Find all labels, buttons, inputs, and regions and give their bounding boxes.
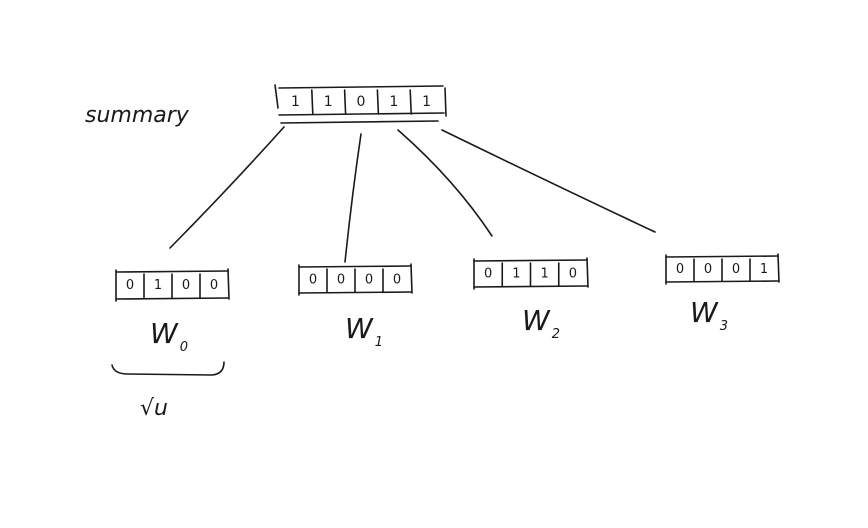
cluster-label-subscript: 3 <box>720 319 728 334</box>
cluster-bit: 0 <box>393 273 401 288</box>
summary-bottom-border <box>278 112 445 116</box>
cluster-bit: 0 <box>182 278 190 293</box>
summary-bit: 1 <box>389 94 398 110</box>
cluster-right-border <box>777 253 780 283</box>
cluster-bit: 1 <box>760 262 768 277</box>
sqrt-u-annotation: √u <box>111 361 225 421</box>
edge-to-w0 <box>169 126 285 249</box>
cluster-bit: 0 <box>309 273 317 288</box>
cluster-right-border <box>410 263 413 294</box>
edge-to-w2 <box>397 129 493 237</box>
cluster-top-border <box>473 259 588 262</box>
tree-edges <box>169 126 656 263</box>
cluster-bit: 0 <box>365 273 373 288</box>
summary-cell-divider <box>409 89 412 115</box>
summary-bit: 1 <box>422 94 431 110</box>
cluster-label-subscript: 2 <box>552 327 560 342</box>
width-brace <box>111 361 225 376</box>
edge-to-w1 <box>344 133 362 263</box>
cluster-bit: 0 <box>704 262 712 277</box>
summary-cell-divider <box>343 89 347 115</box>
summary-right-border <box>444 87 447 117</box>
edge-to-w3 <box>441 129 656 233</box>
sqrt-u-label: √u <box>140 396 168 421</box>
summary-bit: 1 <box>324 94 333 110</box>
cluster-bit: 0 <box>337 273 345 288</box>
cluster-bit: 0 <box>569 267 577 282</box>
cluster-bit: 0 <box>210 278 218 293</box>
summary-cell-divider <box>311 89 314 115</box>
cluster-bit: 0 <box>484 267 492 282</box>
summary-cell-divider <box>376 89 380 115</box>
cluster-top-border <box>665 255 779 258</box>
cluster-right-border <box>227 268 230 300</box>
cluster-label-name: W <box>150 317 179 350</box>
summary-bit: 0 <box>357 94 366 110</box>
summary-top-border <box>278 85 444 89</box>
cluster-top-border <box>115 270 229 273</box>
cluster-label-subscript: 1 <box>375 335 383 350</box>
cluster-bit: 1 <box>154 278 162 293</box>
cluster-label-name: W <box>522 304 551 337</box>
summary-left-border <box>274 84 279 109</box>
cluster-label-name: W <box>690 296 719 329</box>
cluster-bit: 0 <box>126 278 134 293</box>
cluster-right-border <box>586 257 589 288</box>
summary-bit: 1 <box>291 94 300 110</box>
cluster-bit: 0 <box>676 262 684 277</box>
cluster-top-border <box>298 265 412 268</box>
summary-underline <box>280 120 439 124</box>
cluster-label-subscript: 0 <box>180 340 188 355</box>
cluster-bit: 1 <box>540 267 548 282</box>
summary-label: summary <box>85 103 190 128</box>
cluster-bit: 0 <box>732 262 740 277</box>
summary-array: 1 1 0 1 1 <box>274 84 447 124</box>
cluster-bit: 1 <box>512 267 520 282</box>
cluster-label-name: W <box>345 312 374 345</box>
